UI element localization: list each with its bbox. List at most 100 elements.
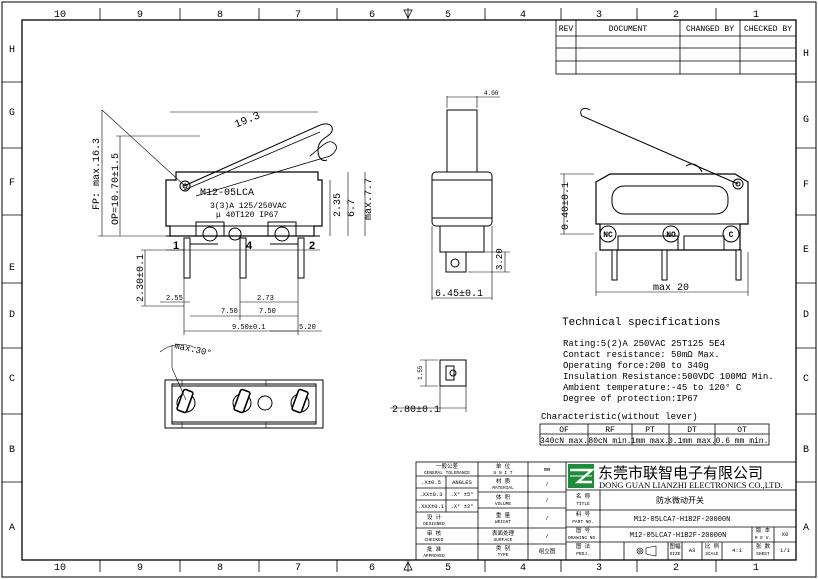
char-header-ot: OT	[737, 426, 747, 435]
dim-2-73: 2.73	[257, 295, 274, 303]
rev-en: R E V.	[755, 535, 771, 541]
side-view	[431, 96, 510, 300]
scale-cn: 比 例	[705, 542, 720, 550]
dim-2-35: 2.35	[333, 193, 344, 217]
rear-view	[560, 107, 749, 296]
side-view-dims: 4.00 3.20 6.45±0.1	[435, 90, 505, 300]
dim-max-7-7: max.7.7	[364, 178, 375, 220]
col-label: 3	[596, 10, 602, 21]
surface-cn: 表面处理	[492, 529, 515, 537]
rating-label: 3(3)A 125/250VAC	[210, 202, 287, 211]
center-mark-top	[403, 9, 413, 19]
characteristic-table: Characteristic(without lever) OF RF PT D…	[539, 412, 770, 446]
row-label: H	[803, 49, 809, 60]
scale-en: SCALE	[705, 551, 719, 557]
row-label: F	[803, 180, 809, 191]
volume-en: VOLUME	[495, 501, 512, 507]
unit-value: mm	[544, 466, 551, 473]
temp-label: μ 40T120 IP67	[216, 211, 279, 220]
company-logo-icon	[568, 464, 596, 488]
spec-protection: Degree of protection:IP67	[563, 394, 698, 404]
part-en: PART NO.	[572, 519, 594, 525]
front-dimension-text: 19.3 FP: max.16.3 OP=10.70±1.5 2.35 6.7 …	[92, 110, 375, 332]
tol-cell: .X° ±5°	[450, 491, 473, 498]
weight-cn: 重 量	[496, 511, 511, 519]
weight-value: /	[545, 515, 548, 522]
terminal-1: 1	[173, 240, 179, 252]
type-cn: 类 别	[496, 544, 510, 552]
characteristic-title: Characteristic(without lever)	[541, 412, 698, 422]
char-value-of: 340cN max.	[540, 437, 588, 446]
approved-en: APPROVED	[423, 553, 445, 559]
checked-by-header: CHECKED BY	[744, 25, 792, 34]
dim-6-7: 6.7	[347, 199, 358, 217]
row-label: C	[803, 374, 809, 385]
drawing-number-value: M12-05LCA7-H1B2F-20000N	[630, 532, 727, 540]
dim-5-20: 5.20	[299, 324, 316, 332]
char-value-ot: 0.6 mm min.	[716, 437, 769, 446]
surface-value: /	[545, 533, 548, 540]
row-labels: H G F E D C B A H G F E D C B A	[9, 45, 809, 534]
char-header-rf: RF	[605, 426, 615, 435]
col-label: 10	[54, 563, 66, 574]
title-block: 东莞市联智电子有限公司 DONG GUAN LIANZHI ELECTRONIC…	[415, 461, 797, 561]
dim-op: OP=10.70±1.5	[111, 153, 122, 225]
no-label: NO	[666, 231, 676, 240]
dim-0-40: 0.40±0.1	[561, 182, 572, 230]
col-label: 6	[369, 563, 375, 574]
designed-en: DESIGNED	[423, 521, 445, 527]
front-view-labels: M12-05LCA 3(3)A 125/250VAC μ 40T120 IP67…	[173, 188, 315, 252]
col-label: 6	[369, 10, 375, 21]
row-label: H	[9, 45, 15, 56]
char-value-pt: 1mm max.	[631, 437, 669, 446]
checked-cn: 审 核	[427, 529, 442, 537]
unit-cn: 单 位	[496, 462, 511, 470]
part-number-value: M12-05LCA7-H1B2F-20000N	[634, 516, 731, 524]
revision-table: REV DOCUMENT CHANGED BY CHECKED BY	[555, 19, 797, 75]
model-label: M12-05LCA	[200, 188, 254, 199]
bottom-view-dims: max.30° 1.55 2.80±0.1	[173, 341, 440, 416]
row-label: A	[9, 523, 15, 534]
terminal-2: 2	[309, 240, 315, 252]
rear-view-labels: NC NO C	[603, 231, 733, 240]
volume-cn: 体 积	[496, 493, 511, 501]
terminal-4: 4	[246, 240, 253, 252]
dim-7-50-a: 7.50	[221, 308, 238, 316]
proj-en: PROJ.	[576, 551, 590, 557]
sheet-value: 1/1	[780, 547, 791, 554]
row-label: G	[803, 115, 809, 126]
weight-en: WEIGHT	[495, 519, 512, 525]
part-cn: 料 号	[576, 510, 591, 518]
dim-2-80: 2.80±0.1	[392, 405, 440, 416]
drawing-en: DRAWING NO.	[568, 535, 598, 541]
row-label: A	[803, 523, 809, 534]
char-header-of: OF	[559, 426, 569, 435]
center-mark-bottom	[403, 561, 413, 571]
col-label: 9	[137, 563, 143, 574]
dim-lever-length: 19.3	[233, 110, 262, 131]
material-cn: 材 质	[496, 477, 511, 485]
col-label: 8	[217, 563, 223, 574]
col-label: 1	[753, 10, 759, 21]
col-label: 2	[673, 563, 679, 574]
designed-cn: 设 计	[427, 513, 442, 521]
row-label: B	[9, 445, 15, 456]
tol-cell: .X° ±2°	[450, 503, 473, 510]
proj-cn: 图 法	[576, 542, 591, 550]
rev-value: X0	[782, 531, 789, 538]
dim-4-00: 4.00	[484, 90, 499, 97]
char-header-pt: PT	[645, 426, 655, 435]
material-en: MATERIAL	[492, 485, 514, 491]
spec-insulation: Insulation Resistance:500VDC 100MΩ Min.	[563, 372, 774, 382]
technical-specs: Technical specifications Rating:5(2)A 25…	[562, 317, 774, 404]
checked-en: CHECKED	[425, 537, 444, 543]
type-value: 组立图	[539, 547, 556, 555]
row-label: D	[803, 310, 809, 321]
front-dimension-lines	[98, 109, 366, 335]
col-label: 9	[137, 10, 143, 21]
drawing-cn: 图 号	[576, 526, 591, 534]
col-label: 7	[295, 10, 301, 21]
row-label: D	[9, 310, 15, 321]
